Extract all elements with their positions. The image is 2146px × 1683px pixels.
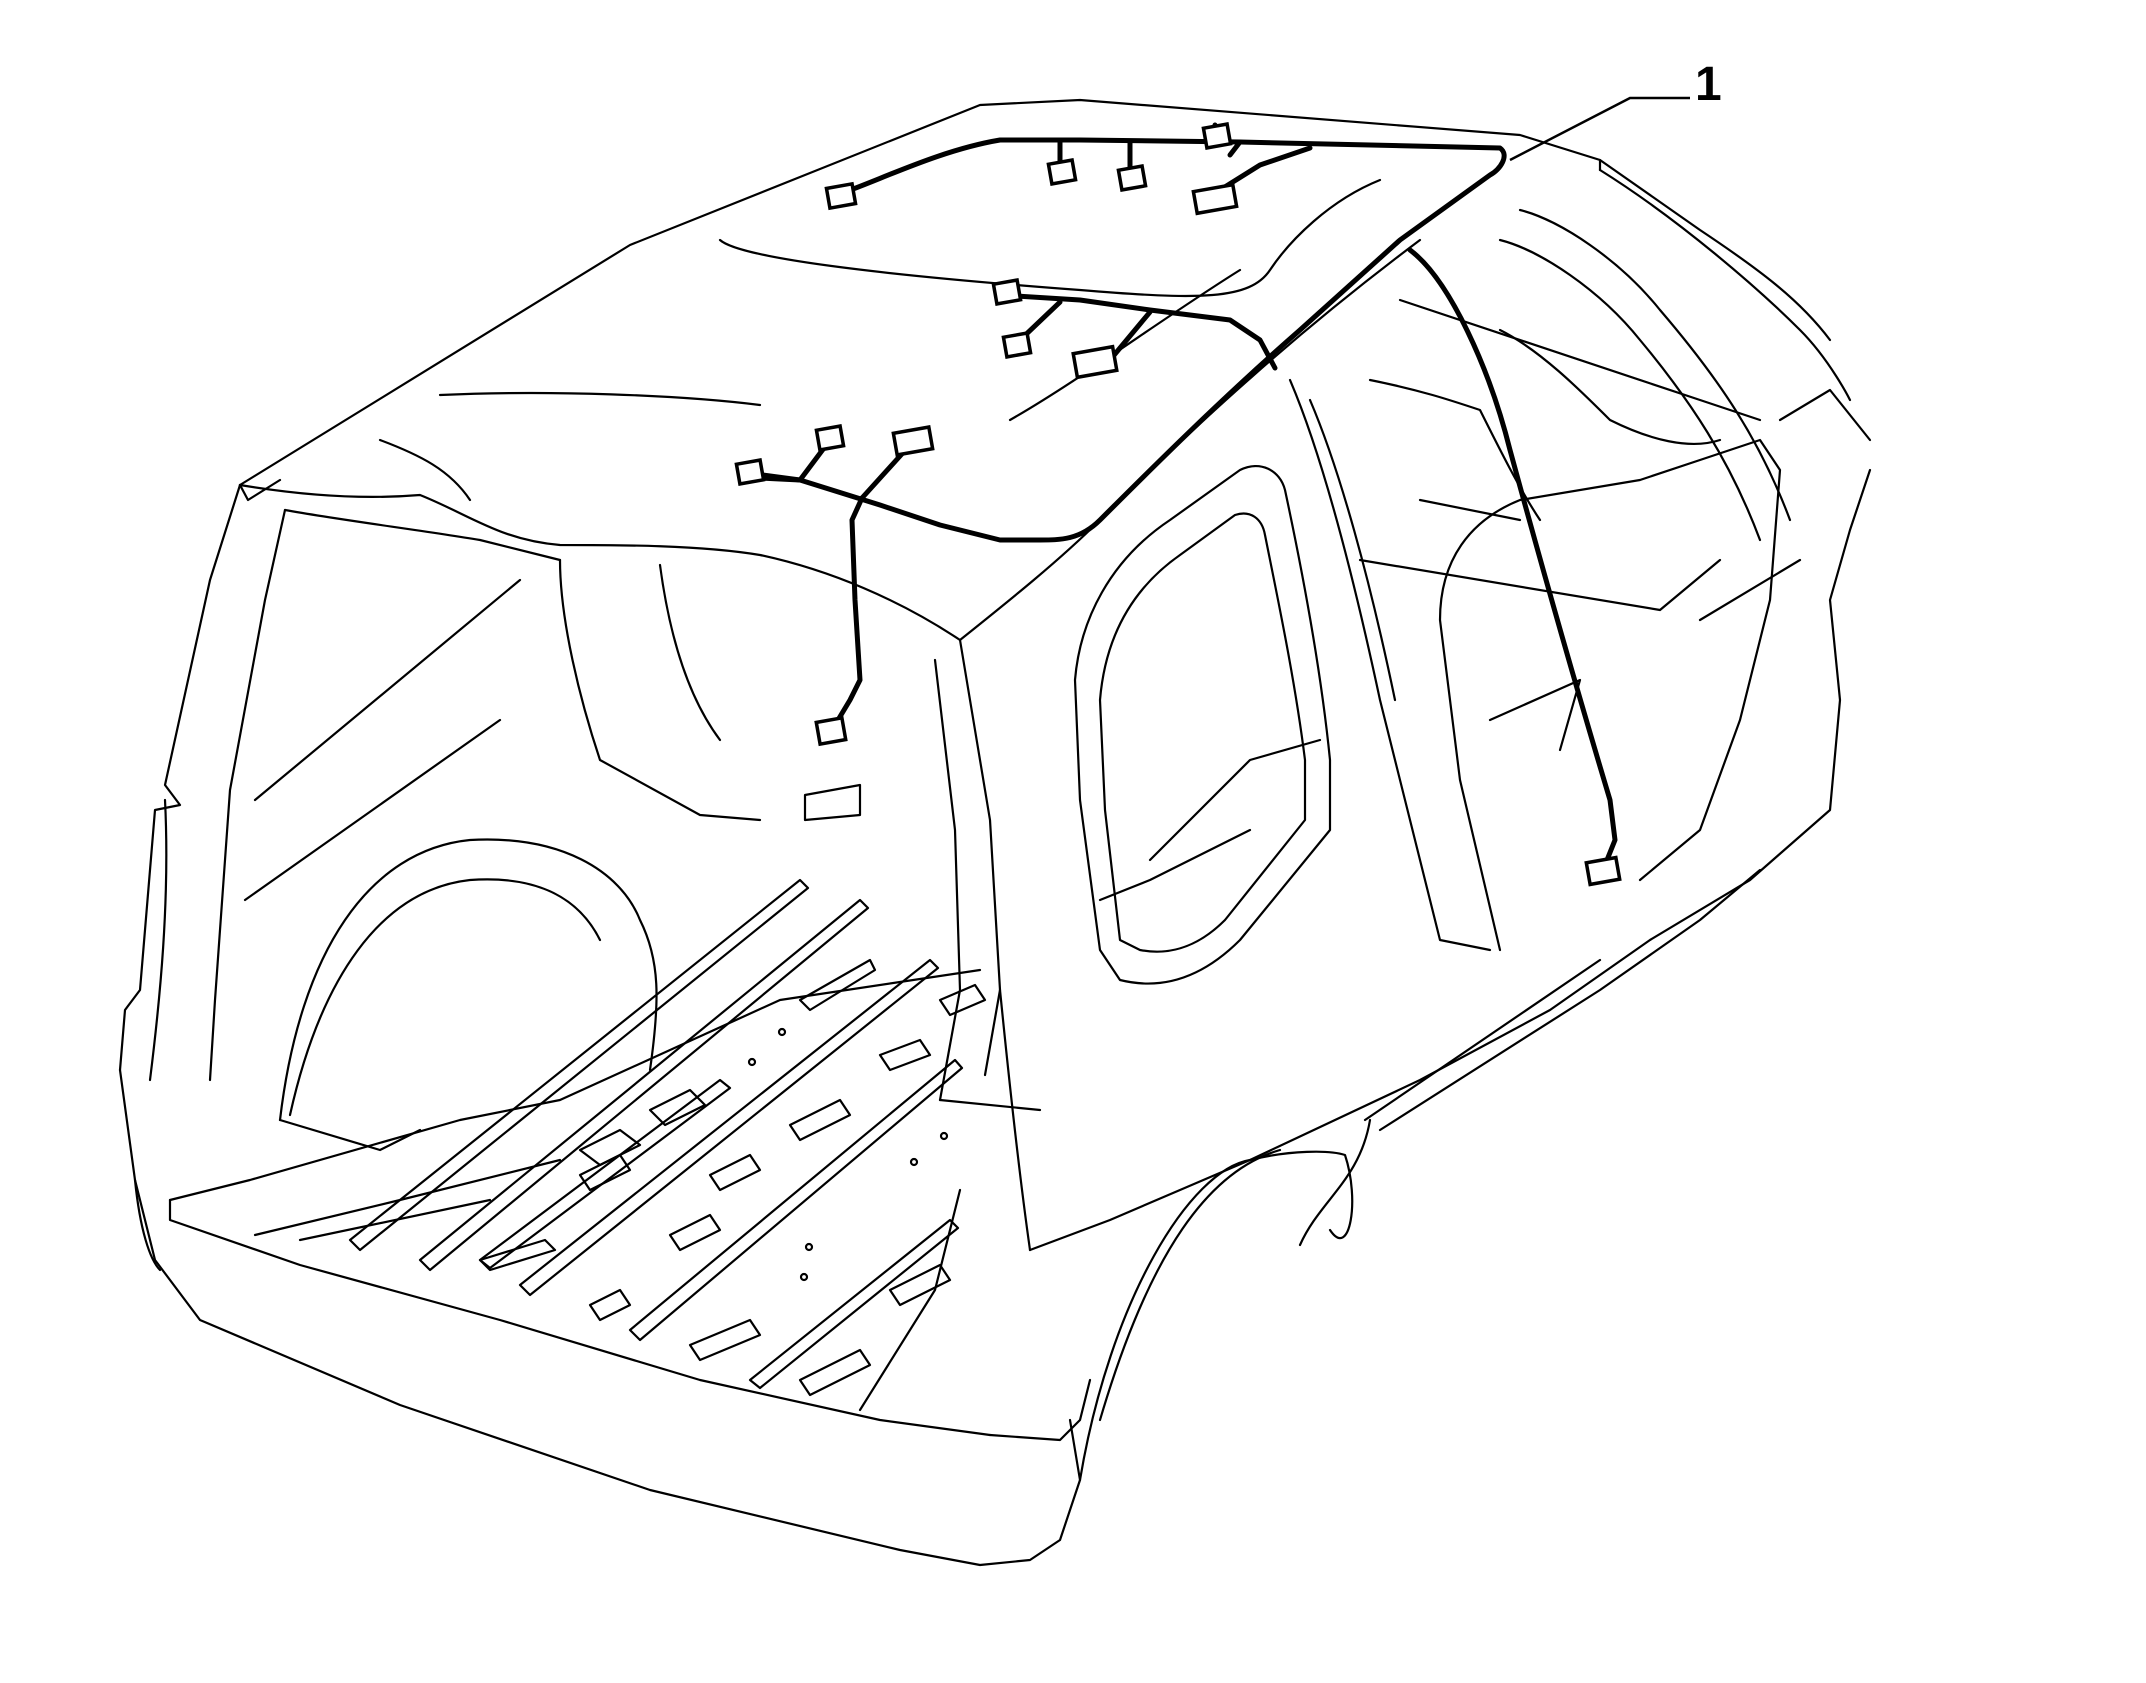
pillar-drop-wire <box>1407 247 1618 868</box>
harness-main-trunk <box>757 137 1507 543</box>
cargo-floor <box>168 968 982 1202</box>
connector <box>1584 855 1622 887</box>
connector <box>1201 122 1233 150</box>
front-door-opening <box>1438 438 1782 952</box>
connector <box>1191 182 1239 216</box>
connector <box>814 715 848 747</box>
rear-bumper <box>118 1068 1082 1567</box>
rear-right-pillar <box>958 638 1002 1077</box>
wiring-harness <box>745 122 1618 868</box>
connector <box>1001 331 1033 359</box>
outer-wheel-arch <box>1078 1150 1354 1482</box>
rear-roof-header <box>238 483 962 642</box>
connector <box>891 425 935 457</box>
rear-wheel-arch <box>278 838 658 1122</box>
connector <box>1046 158 1078 186</box>
connector <box>1116 164 1148 192</box>
rear-left-pillar <box>118 483 242 1072</box>
vehicle-body <box>118 98 1872 1567</box>
connector <box>1071 344 1119 380</box>
connector <box>824 181 858 211</box>
connectors <box>734 122 1622 887</box>
floor-pads <box>478 783 987 1397</box>
connector <box>991 278 1023 306</box>
callout-leader-line <box>1509 96 1690 162</box>
callout-label: 1 <box>1695 58 1722 111</box>
connector <box>814 424 846 452</box>
floor-ribs <box>348 878 964 1390</box>
rear-door-opening <box>1073 465 1332 985</box>
connector <box>734 458 766 486</box>
callout-1: 1 <box>1509 58 1722 162</box>
side-panel <box>1028 468 1872 1252</box>
roof-panel-contour <box>718 178 1382 298</box>
floor-holes <box>747 1027 949 1282</box>
